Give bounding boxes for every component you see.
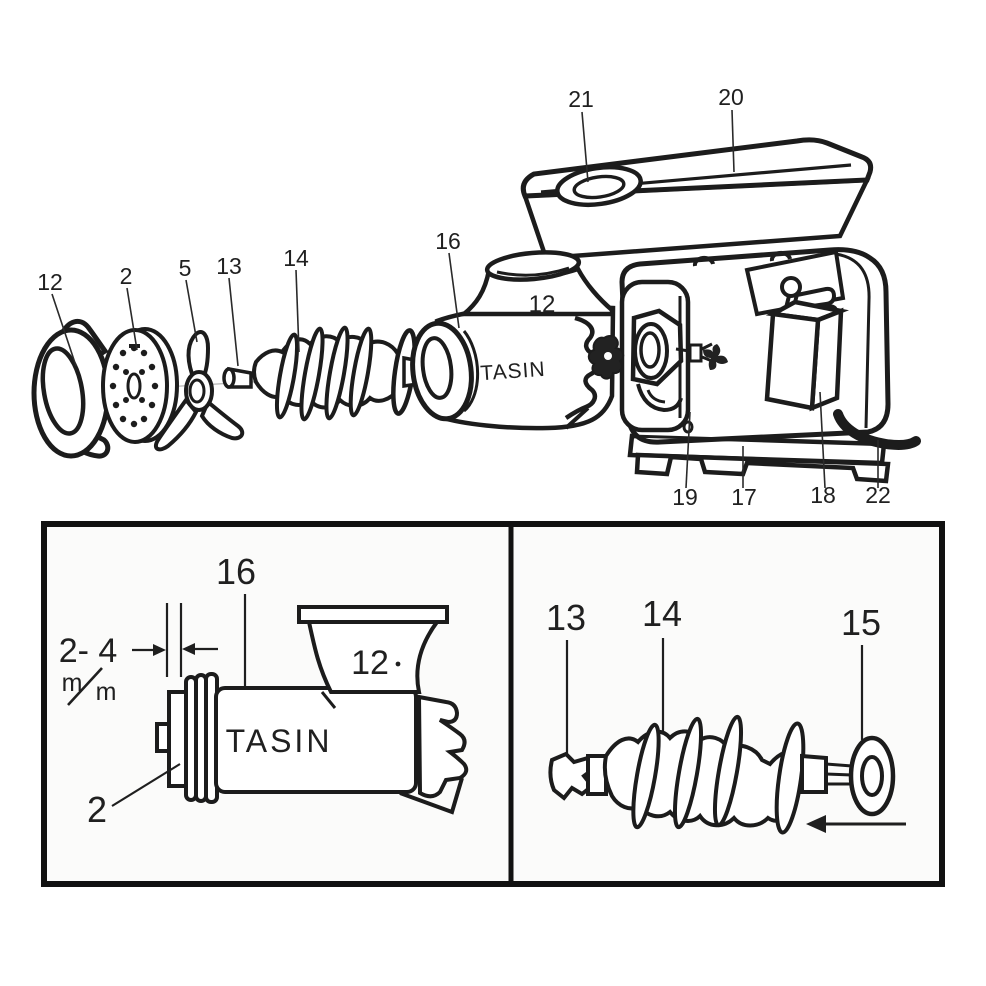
left-callout-2: 2 [87, 789, 107, 830]
plate-holes [109, 344, 159, 428]
right-callout-13: 13 [546, 597, 586, 638]
head-number: 12 [529, 291, 556, 318]
detail-panels: 16 2- 4 m m [41, 521, 945, 887]
head-brand: TASIN [480, 358, 547, 385]
callout-19: 19 [672, 484, 698, 510]
callout-16: 16 [435, 228, 461, 254]
right-callout-14: 14 [642, 593, 682, 634]
callout-17: 17 [731, 484, 757, 510]
dimension-unit-bottom: m [96, 678, 117, 706]
auger-side-view [548, 714, 906, 835]
callout-20: 20 [718, 84, 744, 110]
callout-13: 13 [216, 253, 242, 279]
switch-plate [744, 249, 846, 317]
switch-box [764, 299, 850, 412]
wing-nut [31, 318, 111, 459]
tray-feed-hole [555, 164, 643, 208]
callout-2: 2 [120, 263, 133, 289]
detail-panel-left: 16 2- 4 m m [59, 551, 469, 830]
callout-labels: 12 2 5 13 14 16 21 20 19 17 18 22 [37, 84, 891, 510]
callout-12: 12 [37, 269, 63, 295]
exploded-view: 12 TASIN 12 2 5 13 14 16 21 20 [31, 84, 921, 510]
callout-18: 18 [810, 482, 836, 508]
cutting-plate [101, 327, 179, 444]
dimension-value: 2- 4 [59, 632, 118, 670]
dimension-marks: 2- 4 m m [59, 603, 218, 706]
head-barrel [214, 686, 418, 794]
head-locking-boss [630, 308, 684, 413]
dimension-unit-top: m [62, 669, 83, 697]
callout-22: 22 [865, 482, 891, 508]
callout-5: 5 [179, 255, 192, 281]
callout-21: 21 [568, 86, 594, 112]
direction-arrow [806, 815, 906, 833]
auger-pin [222, 366, 253, 389]
detail-panel-right: 13 14 15 [546, 593, 906, 835]
washer [848, 735, 896, 817]
left-head-brand: TASIN [226, 723, 333, 759]
auger [252, 325, 433, 422]
power-cord [833, 409, 921, 450]
leader-lines [51, 109, 879, 489]
left-head-number: 12 [351, 644, 389, 682]
knife-blade [153, 330, 245, 452]
grinder-head: 12 TASIN [410, 250, 728, 431]
thumbscrew [587, 334, 728, 380]
feed-tray [520, 137, 874, 261]
head-side-view: 12 TASIN [155, 605, 469, 815]
motor-body [619, 247, 921, 450]
left-callout-16: 16 [216, 551, 256, 592]
right-callout-15: 15 [841, 602, 881, 643]
callout-14: 14 [283, 245, 309, 271]
